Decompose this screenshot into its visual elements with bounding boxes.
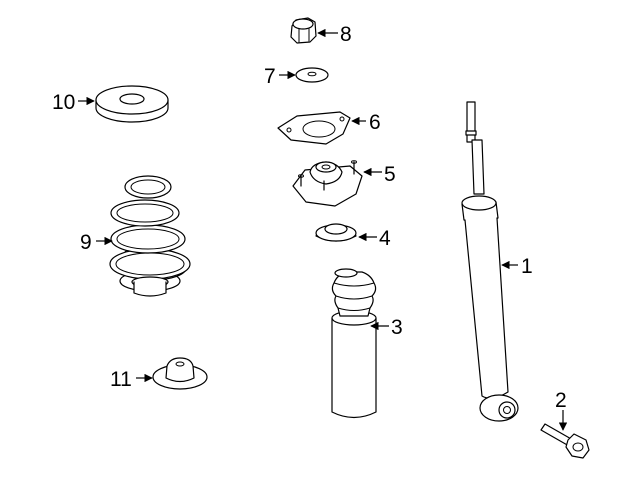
callout-10: 10: [52, 91, 75, 114]
callout-11: 11: [110, 368, 132, 391]
callout-5: 5: [384, 163, 396, 186]
lower-insulator: [152, 357, 208, 390]
mount-gasket: [277, 111, 351, 145]
callout-9: 9: [80, 231, 92, 254]
callout-4: 4: [379, 227, 391, 250]
upper-mount: [292, 160, 363, 207]
washer: [295, 67, 329, 83]
nut: [290, 17, 317, 44]
callout-6: 6: [369, 111, 381, 134]
callout-3: 3: [391, 316, 403, 339]
bump-stop-seat: [315, 223, 357, 242]
callout-7: 7: [264, 65, 276, 88]
mounting-bolt: [540, 423, 590, 459]
upper-insulator: [95, 85, 169, 123]
callout-1: 1: [521, 255, 533, 278]
coil-spring: [109, 175, 191, 297]
callout-8: 8: [340, 23, 352, 46]
dust-boot: [331, 268, 377, 419]
callout-2: 2: [555, 389, 567, 412]
shock-absorber: [461, 101, 519, 422]
